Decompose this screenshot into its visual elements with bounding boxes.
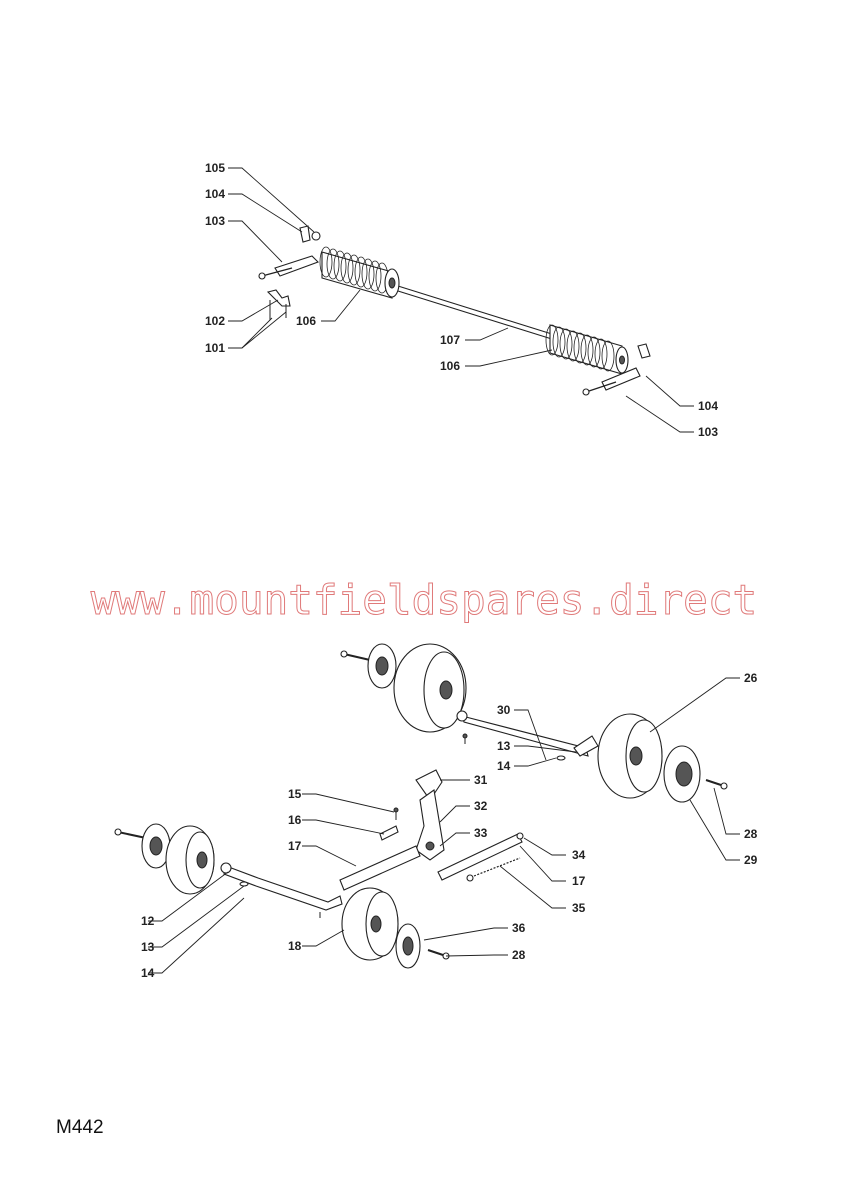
callout-28: 28: [512, 948, 526, 962]
callout-35: 35: [572, 901, 586, 915]
callout-28: 28: [744, 827, 758, 841]
callout-26: 26: [744, 671, 758, 685]
callout-104: 104: [205, 187, 225, 201]
callout-13: 13: [497, 739, 511, 753]
bracket-left: [258, 225, 321, 320]
callout-103: 103: [205, 214, 225, 228]
callout-29: 29: [744, 853, 758, 867]
height-adjust-lever: [379, 769, 445, 861]
rear-wheel-left: [340, 643, 467, 733]
callout-106: 106: [440, 359, 460, 373]
callout-107: 107: [440, 333, 460, 347]
rear-axle: [456, 710, 599, 761]
callout-15: 15: [288, 787, 302, 801]
front-wheel-right: [341, 887, 450, 969]
callout-18: 18: [288, 939, 302, 953]
callout-36: 36: [512, 921, 526, 935]
callout-33: 33: [474, 826, 488, 840]
leaders-top: [228, 167, 694, 433]
callout-17: 17: [288, 839, 302, 853]
callout-105: 105: [205, 161, 225, 175]
callout-32: 32: [474, 799, 488, 813]
callout-30: 30: [497, 703, 511, 717]
linkage-bars: [339, 832, 524, 891]
front-axle: [220, 862, 343, 918]
callout-16: 16: [288, 813, 302, 827]
callout-14: 14: [141, 966, 155, 980]
callout-104: 104: [698, 399, 718, 413]
roller-shaft: [397, 285, 556, 341]
leaders-bottom: [148, 677, 740, 974]
callout-14: 14: [497, 759, 511, 773]
callout-102: 102: [205, 314, 225, 328]
roller-right: [545, 324, 629, 375]
callout-34: 34: [572, 848, 586, 862]
roller-left: [319, 246, 400, 299]
callouts-top: 105 104 103 102 101 106 107 106 104 103: [205, 161, 718, 439]
rear-roller-assembly: [258, 225, 651, 396]
callout-17: 17: [572, 874, 586, 888]
callouts-bottom: 26 30 13 14 31 15 32 16 33 17 34 17 28 2…: [141, 671, 758, 980]
callout-13: 13: [141, 940, 155, 954]
front-wheel-left: [114, 823, 215, 895]
callout-103: 103: [698, 425, 718, 439]
wheel-height-assembly: [114, 643, 728, 969]
callout-106: 106: [296, 314, 316, 328]
callout-101: 101: [205, 341, 225, 355]
watermark-text: www.mountfieldspares.direct: [91, 576, 757, 624]
page-code: M442: [56, 1117, 104, 1138]
callout-31: 31: [474, 773, 488, 787]
rear-wheel-right: [597, 713, 728, 803]
callout-12: 12: [141, 914, 155, 928]
bracket-right: [582, 343, 651, 396]
